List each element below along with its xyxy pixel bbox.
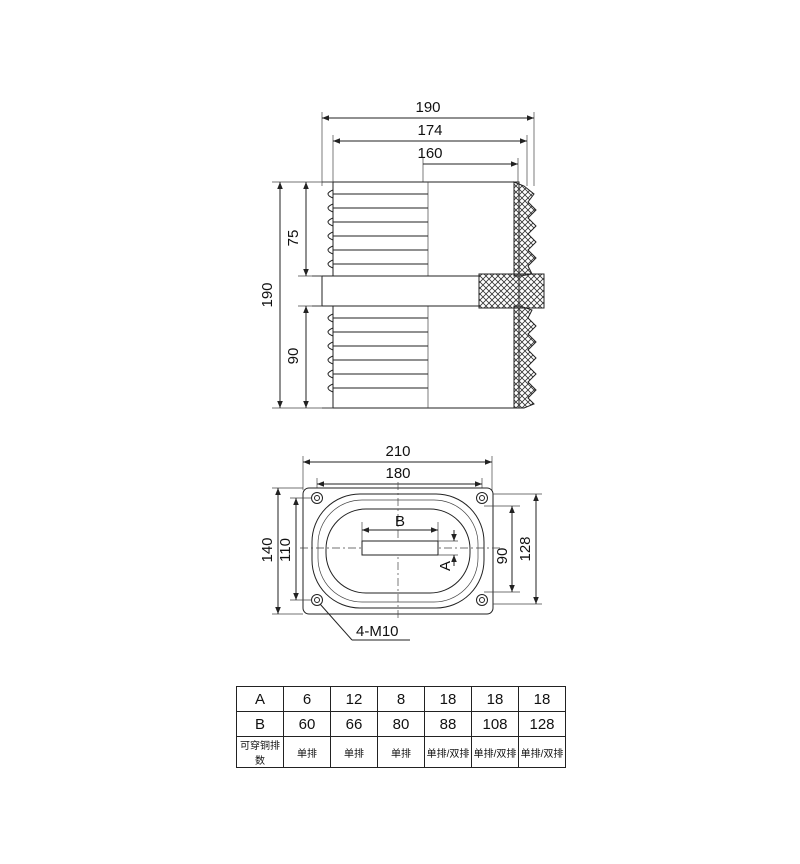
- left-sheds: [327, 189, 428, 393]
- flange-section: [478, 273, 545, 309]
- a-value: 18: [424, 686, 472, 712]
- b-value: 80: [377, 711, 425, 737]
- row-label-bar-count: 可穿铜排数: [236, 736, 284, 768]
- b-value: 66: [330, 711, 378, 737]
- dim-slot-width: A: [437, 561, 454, 571]
- spec-table: A 6 12 8 18 18 18 B 60 66 80 88 108 128 …: [236, 686, 566, 768]
- table-row-bar-count: 可穿铜排数 单排 单排 单排 单排/双排 单排/双排 单排/双排: [236, 736, 566, 768]
- table-row-b: B 60 66 80 88 108 128: [236, 711, 566, 737]
- dim-outer-height: 128: [517, 536, 534, 561]
- dim-middle-width: 174: [417, 122, 442, 139]
- hole-callout-leader: [319, 603, 353, 641]
- dim-inner-width: 160: [417, 145, 442, 162]
- row-label-b: B: [236, 711, 284, 737]
- dim-hole-spacing-y: 110: [277, 538, 294, 562]
- dim-inner-height: 90: [494, 548, 511, 565]
- dim-hole-spacing-x: 180: [385, 465, 410, 482]
- dim-flange-width: 210: [385, 443, 410, 460]
- dim-overall-height: 190: [259, 282, 276, 307]
- busbar-slot: [361, 540, 439, 556]
- a-value: 6: [283, 686, 331, 712]
- table-row-a: A 6 12 8 18 18 18: [236, 686, 566, 712]
- dim-overall-width: 190: [415, 99, 440, 116]
- side-view: 190 174 160: [259, 99, 545, 409]
- mid-flange: [321, 275, 480, 307]
- a-value: 18: [471, 686, 519, 712]
- hole-callout: 4-M10: [356, 623, 399, 640]
- bar-type: 单排/双排: [471, 736, 519, 768]
- dim-flange-height: 140: [259, 537, 276, 562]
- bar-type: 单排/双排: [518, 736, 566, 768]
- right-section: [478, 181, 545, 409]
- dim-lower-height: 90: [285, 348, 302, 365]
- a-value: 8: [377, 686, 425, 712]
- dim-slot-length: B: [395, 513, 405, 530]
- row-label-a: A: [236, 686, 284, 712]
- b-value: 128: [518, 711, 566, 737]
- bar-type: 单排/双排: [424, 736, 472, 768]
- dim-upper-height: 75: [285, 230, 302, 247]
- bar-type: 单排: [377, 736, 425, 768]
- bar-type: 单排: [330, 736, 378, 768]
- a-value: 18: [518, 686, 566, 712]
- bar-type: 单排: [283, 736, 331, 768]
- b-value: 108: [471, 711, 519, 737]
- bottom-view: 210 180 B A: [259, 443, 542, 641]
- a-value: 12: [330, 686, 378, 712]
- b-value: 60: [283, 711, 331, 737]
- b-value: 88: [424, 711, 472, 737]
